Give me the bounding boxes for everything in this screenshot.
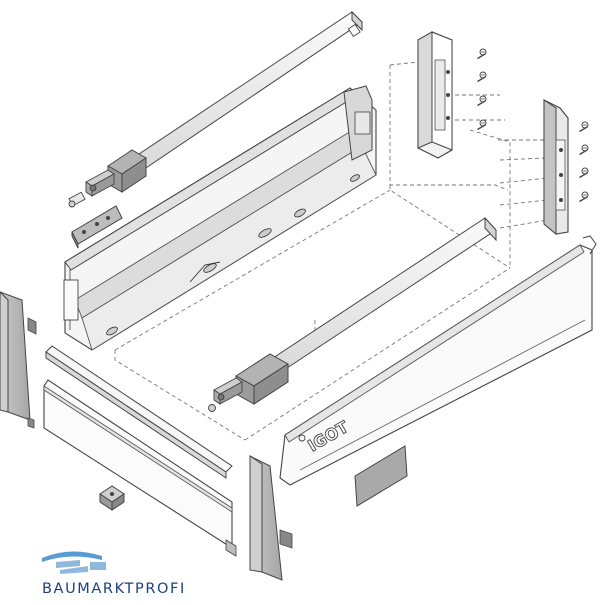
- lower-locking-device: [208, 353, 289, 412]
- rear-bracket-plate: [71, 205, 123, 249]
- brand-name: BAUMARKTPROFI: [42, 581, 186, 597]
- right-rear-upright: [543, 99, 569, 236]
- side-cover-cap: [354, 445, 408, 507]
- upper-runner-rail: [68, 10, 363, 208]
- lower-runner-rail: [208, 216, 497, 412]
- right-drawer-side: IGOT: [279, 235, 597, 486]
- front-clip: [99, 485, 125, 511]
- front-panel: [43, 379, 237, 557]
- front-top-rail: [45, 345, 233, 479]
- upper-locking-device: [68, 149, 147, 208]
- mounting-screws: [476, 48, 589, 203]
- left-end-cap: [0, 291, 37, 429]
- left-drawer-side: [63, 85, 377, 351]
- brand-logo-icon: [42, 551, 106, 574]
- left-rear-upright: [417, 31, 453, 159]
- right-end-cap: [249, 455, 293, 581]
